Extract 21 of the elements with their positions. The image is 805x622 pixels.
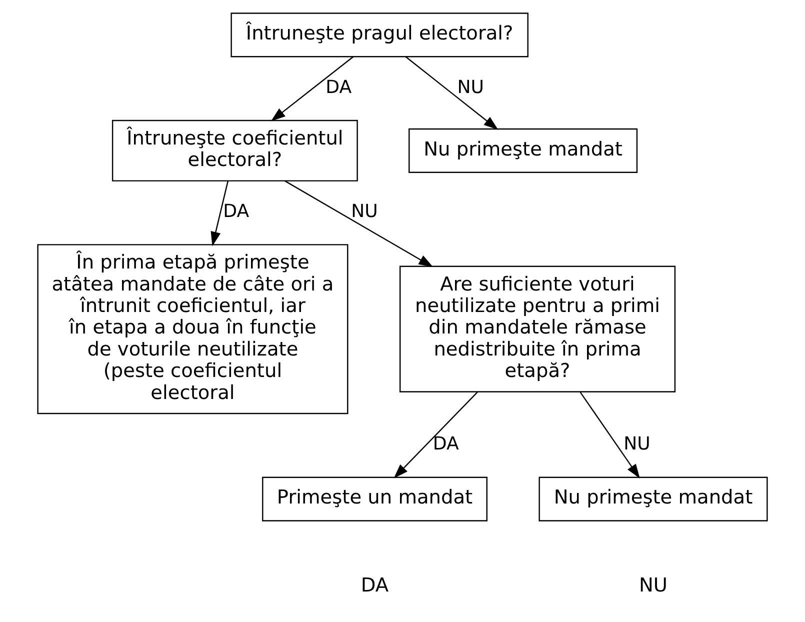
label: NU (638, 574, 668, 597)
node-box: Nu primeşte mandat (408, 128, 638, 173)
node-box: Nu primeşte mandat (538, 476, 768, 522)
edge-label: NU (351, 200, 378, 222)
edge-label: NU (457, 76, 484, 98)
arrow (270, 56, 354, 122)
node-box: În prima etapă primeşte atâtea mandate de câte ori a întrunit coeficientul, iar în etapa a doua în funcţie de voturile neutilizate (peste coeficientul electoral (37, 244, 348, 414)
edge-label: DA (326, 76, 352, 98)
arrow (210, 180, 229, 246)
arrow (405, 56, 498, 130)
node-box: Primeşte un mandat (262, 476, 488, 522)
arrow (394, 392, 478, 478)
arrow (284, 180, 434, 268)
node-box: Întruneşte coeficientul electoral? (112, 120, 358, 182)
node-box: Întruneşte pragul electoral? (230, 12, 528, 58)
edge-label: DA (223, 200, 250, 222)
label: DA (360, 574, 389, 597)
node-box: Are suficiente voturi neutilizate pentru a primi din mandatele rămase nedistribuite în prima etapă? (399, 266, 676, 392)
edge-label: DA (432, 434, 459, 455)
edge-label: NU (624, 434, 650, 455)
arrow (580, 392, 640, 479)
